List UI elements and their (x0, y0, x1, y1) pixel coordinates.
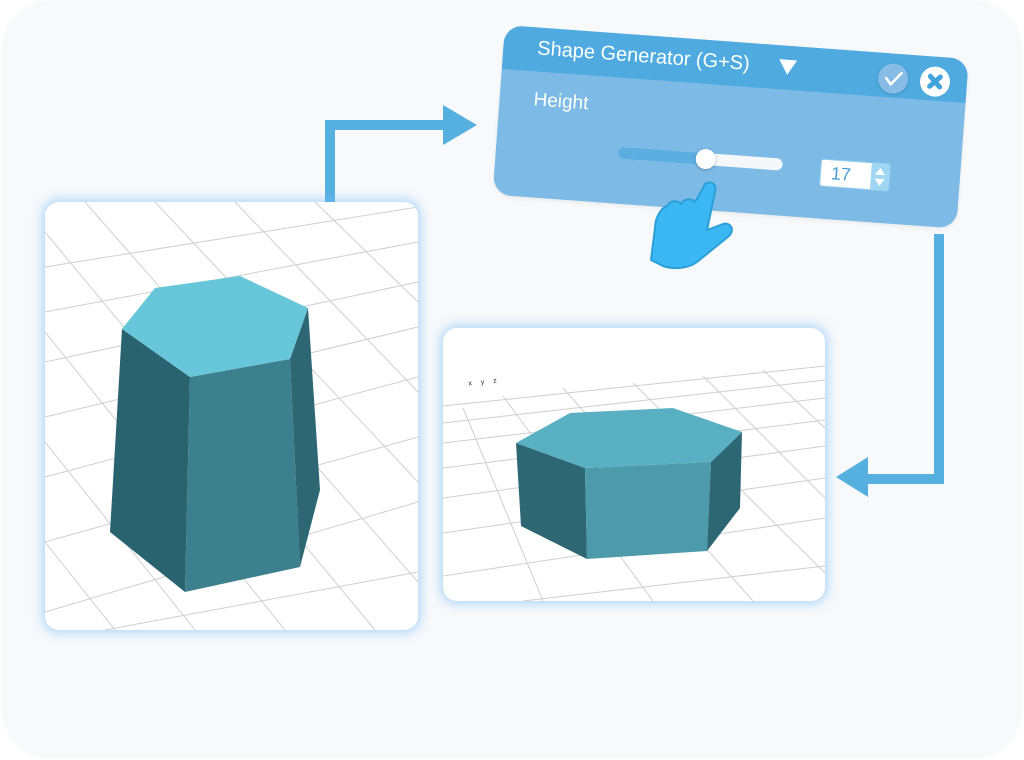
shape-generator-panel: Shape Generator (G+S) Height 17 (492, 25, 969, 229)
pointer-hand-icon (650, 181, 733, 270)
slider-thumb[interactable] (695, 148, 717, 170)
height-number-input[interactable]: 17 (819, 158, 891, 192)
flow-arrow-up-segment (325, 122, 335, 208)
prism-top-face (516, 408, 742, 468)
prism-left-face (516, 443, 587, 559)
prism-front-face (585, 462, 711, 559)
step-down-icon[interactable] (874, 178, 885, 187)
prism-left-face (110, 329, 190, 592)
dropdown-caret-icon[interactable] (778, 59, 798, 76)
height-slider[interactable] (617, 146, 783, 171)
close-button[interactable] (918, 65, 952, 98)
flow-arrow-right-segment (325, 120, 445, 130)
prism-right-face (290, 308, 320, 567)
slider-fill (617, 146, 707, 166)
prism-top-face (122, 276, 308, 377)
prism-front-face (185, 359, 300, 592)
tall-prism-scene (45, 202, 418, 630)
short-prism-scene (443, 365, 825, 601)
viewport-after[interactable]: x y z (443, 328, 825, 601)
confirm-button[interactable] (877, 62, 910, 95)
height-label: Height (532, 89, 590, 115)
step-up-icon[interactable] (875, 167, 886, 176)
flow-arrow-left-segment (865, 474, 944, 484)
height-value[interactable]: 17 (830, 163, 852, 185)
panel-header: Shape Generator (G+S) (501, 25, 969, 103)
arrow-left-icon (836, 457, 868, 497)
panel-title: Shape Generator (G+S) (536, 37, 751, 75)
close-x-icon (927, 73, 943, 90)
checkmark-icon (884, 71, 903, 86)
viewport-before[interactable] (45, 202, 418, 630)
prism-right-face (707, 432, 742, 551)
height-stepper[interactable] (869, 163, 890, 191)
flow-arrow-down-segment (934, 234, 944, 484)
arrow-right-icon (443, 105, 477, 145)
